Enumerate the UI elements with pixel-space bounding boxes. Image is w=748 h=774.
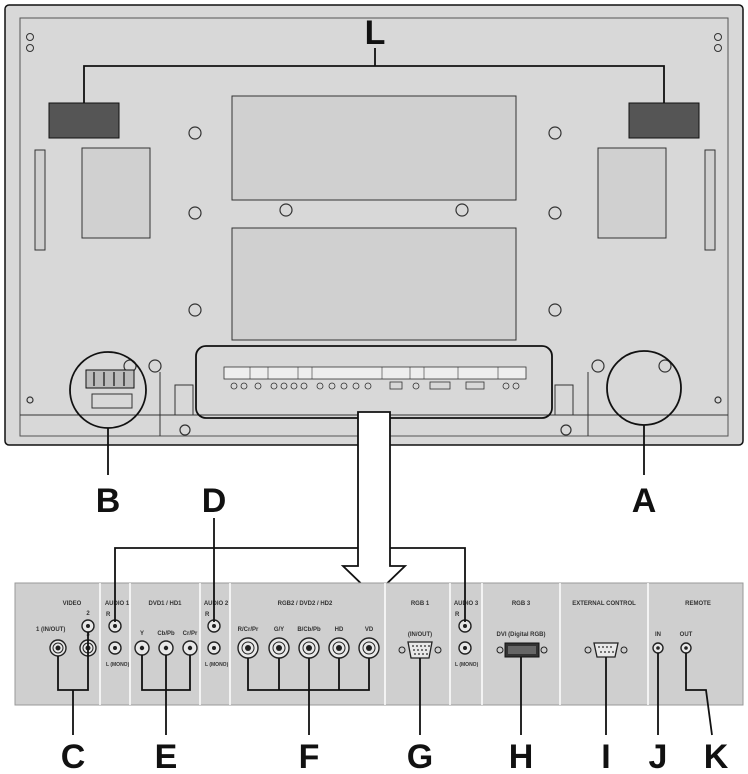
label-cb-pb: Cb/Pb bbox=[157, 631, 175, 637]
label-rgb3: RGB 3 bbox=[512, 601, 531, 607]
label-dvi: DVI (Digital RGB) bbox=[497, 632, 546, 638]
label-y: Y bbox=[140, 631, 144, 637]
power-inlet bbox=[85, 369, 135, 409]
label-hd: HD bbox=[335, 627, 344, 633]
label-g-y: G/Y bbox=[274, 627, 284, 633]
callout-f: F bbox=[299, 738, 320, 774]
connector-strip bbox=[223, 366, 527, 380]
label-audio1-l: L (MONO) bbox=[106, 662, 130, 668]
label-vd: VD bbox=[365, 627, 374, 633]
callout-g: G bbox=[407, 738, 433, 774]
ext-control-dsub bbox=[584, 642, 628, 658]
mounting-holes bbox=[26, 126, 722, 436]
speaker-right bbox=[628, 102, 700, 139]
label-r-cr-pr: R/Cr/Pr bbox=[238, 627, 259, 633]
callout-d-lines bbox=[114, 518, 466, 622]
callout-j: J bbox=[649, 738, 668, 774]
callout-l: L bbox=[365, 14, 386, 52]
label-rgb1: RGB 1 bbox=[411, 601, 430, 607]
label-audio2: AUDIO 2 bbox=[204, 601, 229, 607]
bottom-callout-lines bbox=[57, 632, 713, 736]
bnc-rings bbox=[52, 641, 376, 655]
label-video-1: 1 (IN/OUT) bbox=[36, 627, 65, 633]
zoom-arrow bbox=[340, 411, 408, 598]
label-rgb1-in-out: (IN/OUT) bbox=[408, 632, 432, 638]
upper-plate bbox=[231, 95, 517, 201]
callout-b: B bbox=[96, 482, 121, 520]
callout-i: I bbox=[601, 738, 610, 774]
callout-c: C bbox=[61, 738, 86, 774]
label-b-cb-pb: B/Cb/Pb bbox=[297, 627, 321, 633]
rca-jack-centers bbox=[55, 624, 688, 651]
connector-strip-ports bbox=[230, 381, 520, 390]
panel-section-dividers bbox=[99, 583, 649, 705]
callout-e: E bbox=[155, 738, 178, 774]
label-dvd1: DVD1 / HD1 bbox=[148, 601, 182, 607]
label-audio2-r: R bbox=[205, 612, 210, 618]
label-remote-out: OUT bbox=[680, 632, 693, 638]
callout-k: K bbox=[704, 738, 729, 774]
callout-h: H bbox=[509, 738, 534, 774]
label-rgb2: RGB2 / DVD2 / HD2 bbox=[278, 601, 333, 607]
label-audio3: AUDIO 3 bbox=[454, 601, 479, 607]
label-cr-pr: Cr/Pr bbox=[183, 631, 198, 637]
label-video-2: 2 bbox=[86, 611, 90, 617]
label-audio2-l: L (MONO) bbox=[205, 662, 229, 668]
label-remote-in: IN bbox=[655, 632, 661, 638]
label-remote: REMOTE bbox=[685, 601, 711, 607]
connector-strip-dividers bbox=[249, 367, 499, 379]
dvi-connector bbox=[496, 642, 548, 658]
side-vents bbox=[34, 147, 716, 251]
lower-plate bbox=[231, 227, 517, 341]
callout-l-line bbox=[83, 48, 665, 103]
rgb1-dsub bbox=[398, 641, 442, 659]
label-video: VIDEO bbox=[63, 601, 82, 607]
label-audio1: AUDIO 1 bbox=[105, 601, 130, 607]
label-audio1-r: R bbox=[106, 612, 111, 618]
speaker-left bbox=[48, 102, 120, 139]
label-audio3-r: R bbox=[455, 612, 460, 618]
label-audio3-l: L (MONO) bbox=[455, 662, 479, 668]
callout-a: A bbox=[632, 482, 657, 520]
label-ext-control: EXTERNAL CONTROL bbox=[572, 601, 636, 607]
corner-holes bbox=[26, 33, 722, 52]
callout-d: D bbox=[202, 482, 227, 520]
